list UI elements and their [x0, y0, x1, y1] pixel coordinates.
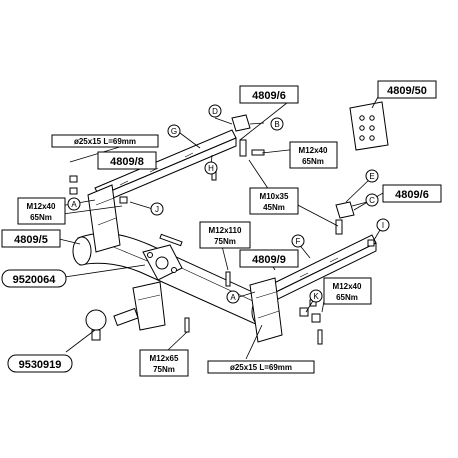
callout-f: F — [291, 234, 305, 248]
label-bolt-m12x40-right: M12x40 65Nm — [323, 277, 372, 305]
callout-c: C — [365, 193, 379, 207]
svg-text:G: G — [171, 127, 177, 136]
socket-plate — [142, 244, 183, 281]
svg-text:M12x40: M12x40 — [333, 282, 362, 291]
label-9520064: 9520064 — [1, 269, 67, 288]
callout-k: K — [309, 289, 323, 303]
svg-text:4809/50: 4809/50 — [387, 85, 427, 97]
svg-text:ø25x15 L=69mm: ø25x15 L=69mm — [74, 137, 136, 146]
label-9530919: 9530919 — [7, 354, 73, 373]
svg-text:4809/6: 4809/6 — [395, 189, 429, 201]
svg-text:H: H — [208, 164, 214, 173]
label-bolt-m12x40-left: M12x40 65Nm — [17, 197, 66, 225]
label-4809-5: 4809/5 — [1, 229, 61, 248]
bracket-right-4809-6 — [335, 201, 355, 235]
side-arm-left — [87, 184, 121, 253]
callout-i: I — [376, 218, 390, 232]
svg-text:9530919: 9530919 — [19, 359, 62, 371]
bracket-g — [94, 129, 237, 205]
svg-text:9520064: 9520064 — [13, 274, 57, 286]
label-4809-6-right: 4809/6 — [382, 184, 442, 203]
callout-b: B — [270, 117, 284, 131]
label-bolt-m12x110: M12x110 75Nm — [199, 221, 251, 249]
svg-text:75Nm: 75Nm — [153, 365, 175, 374]
bolts-and-nuts — [69, 169, 375, 345]
svg-text:A: A — [71, 200, 77, 209]
svg-text:75Nm: 75Nm — [214, 237, 236, 246]
label-4809-6-top: 4809/6 — [239, 85, 299, 104]
svg-text:65Nm: 65Nm — [302, 157, 324, 166]
svg-text:45Nm: 45Nm — [263, 203, 285, 212]
svg-text:M12x65: M12x65 — [150, 354, 179, 363]
bracket-f — [269, 234, 377, 302]
callout-j: J — [150, 202, 164, 216]
svg-text:A: A — [230, 293, 236, 302]
svg-text:M12x40: M12x40 — [299, 146, 328, 155]
callout-a-center: A — [226, 290, 240, 304]
svg-text:F: F — [296, 237, 301, 246]
label-bolt-m10x35: M10x35 45Nm — [249, 187, 299, 215]
tow-ball-mount — [85, 281, 166, 341]
label-4809-50: 4809/50 — [377, 80, 437, 99]
svg-text:I: I — [382, 221, 384, 230]
label-4809-9: 4809/9 — [239, 249, 299, 268]
svg-text:4809/5: 4809/5 — [14, 234, 48, 246]
svg-text:65Nm: 65Nm — [30, 213, 52, 222]
svg-text:M10x35: M10x35 — [260, 192, 289, 201]
bracket-top-4809-6 — [231, 114, 265, 157]
svg-text:M12x40: M12x40 — [27, 202, 56, 211]
label-bolt-m12x65: M12x65 75Nm — [139, 349, 189, 377]
callout-d: D — [208, 104, 222, 118]
callout-e: E — [365, 169, 379, 183]
side-arm-right — [249, 277, 283, 343]
svg-text:C: C — [369, 196, 375, 205]
label-4809-8: 4809/8 — [97, 151, 157, 170]
svg-text:4809/9: 4809/9 — [252, 254, 286, 266]
label-pin-top: ø25x15 L=69mm — [51, 134, 159, 148]
svg-text:ø25x15 L=69mm: ø25x15 L=69mm — [230, 363, 292, 372]
callout-h: H — [204, 161, 218, 175]
svg-text:65Nm: 65Nm — [336, 293, 358, 302]
svg-text:4809/6: 4809/6 — [252, 90, 286, 102]
label-pin-bottom: ø25x15 L=69mm — [207, 360, 315, 374]
svg-text:E: E — [369, 172, 374, 181]
svg-text:M12x110: M12x110 — [209, 226, 242, 235]
svg-text:D: D — [212, 107, 218, 116]
svg-text:J: J — [155, 205, 159, 214]
label-bolt-m12x40-top: M12x40 65Nm — [289, 141, 338, 169]
callout-g: G — [167, 124, 181, 138]
callout-a-left: A — [67, 197, 81, 211]
fitting-kit-4809-50 — [349, 101, 389, 151]
svg-text:4809/8: 4809/8 — [110, 156, 144, 168]
svg-text:B: B — [274, 120, 279, 129]
svg-text:K: K — [313, 292, 319, 301]
